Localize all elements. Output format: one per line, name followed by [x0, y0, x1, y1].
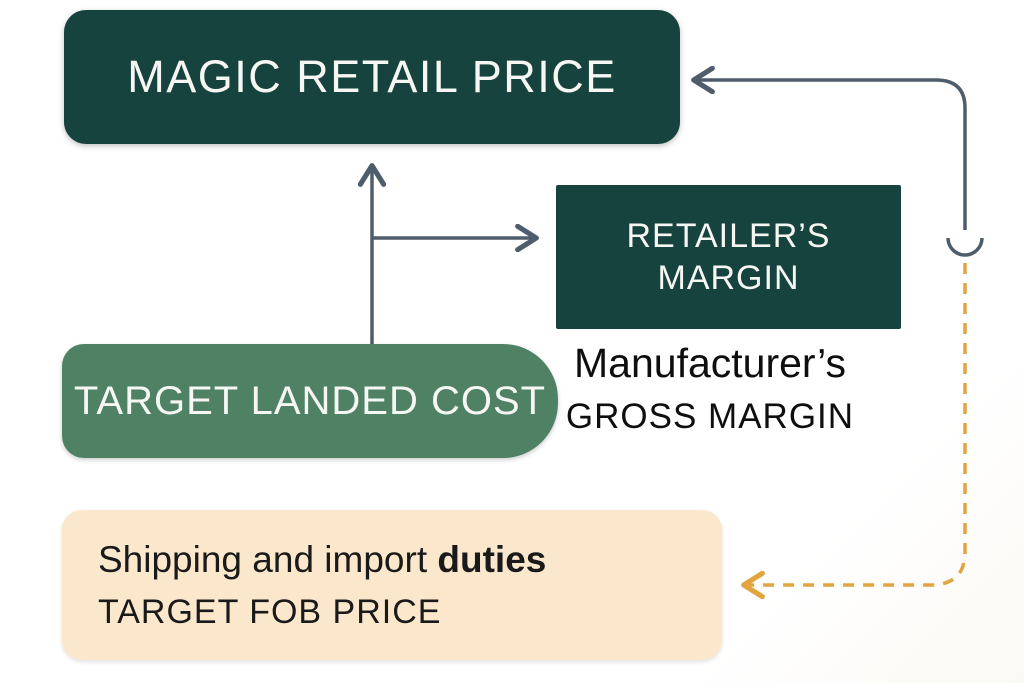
magic-retail-price-label: MAGIC RETAIL PRICE [127, 51, 617, 102]
target-landed-cost-label: TARGET LANDED COST [73, 378, 547, 423]
duties-bold-word: duties [437, 538, 547, 580]
target-fob-price-label: TARGET FOB PRICE [98, 592, 442, 631]
arrow-hop [946, 237, 984, 257]
magic-retail-price-box: MAGIC RETAIL PRICE [64, 10, 680, 144]
gross-margin-line: GROSS MARGIN [565, 397, 855, 436]
retailers-margin-line1: RETAILER’S [626, 216, 831, 255]
shipping-duties-prefix: Shipping and import [98, 538, 438, 580]
target-fob-price-box: Shipping and import duties TARGET FOB PR… [62, 510, 722, 660]
retailers-margin-box: RETAILER’S MARGIN [556, 185, 901, 329]
manufacturers-gross-margin-label: Manufacturer’s GROSS MARGIN [530, 340, 890, 437]
target-landed-cost-box: TARGET LANDED COST [62, 344, 558, 458]
manufacturers-line: Manufacturer’s [574, 340, 846, 386]
shipping-duties-line: Shipping and import duties [98, 539, 546, 581]
retailers-margin-line2: MARGIN [657, 259, 800, 297]
